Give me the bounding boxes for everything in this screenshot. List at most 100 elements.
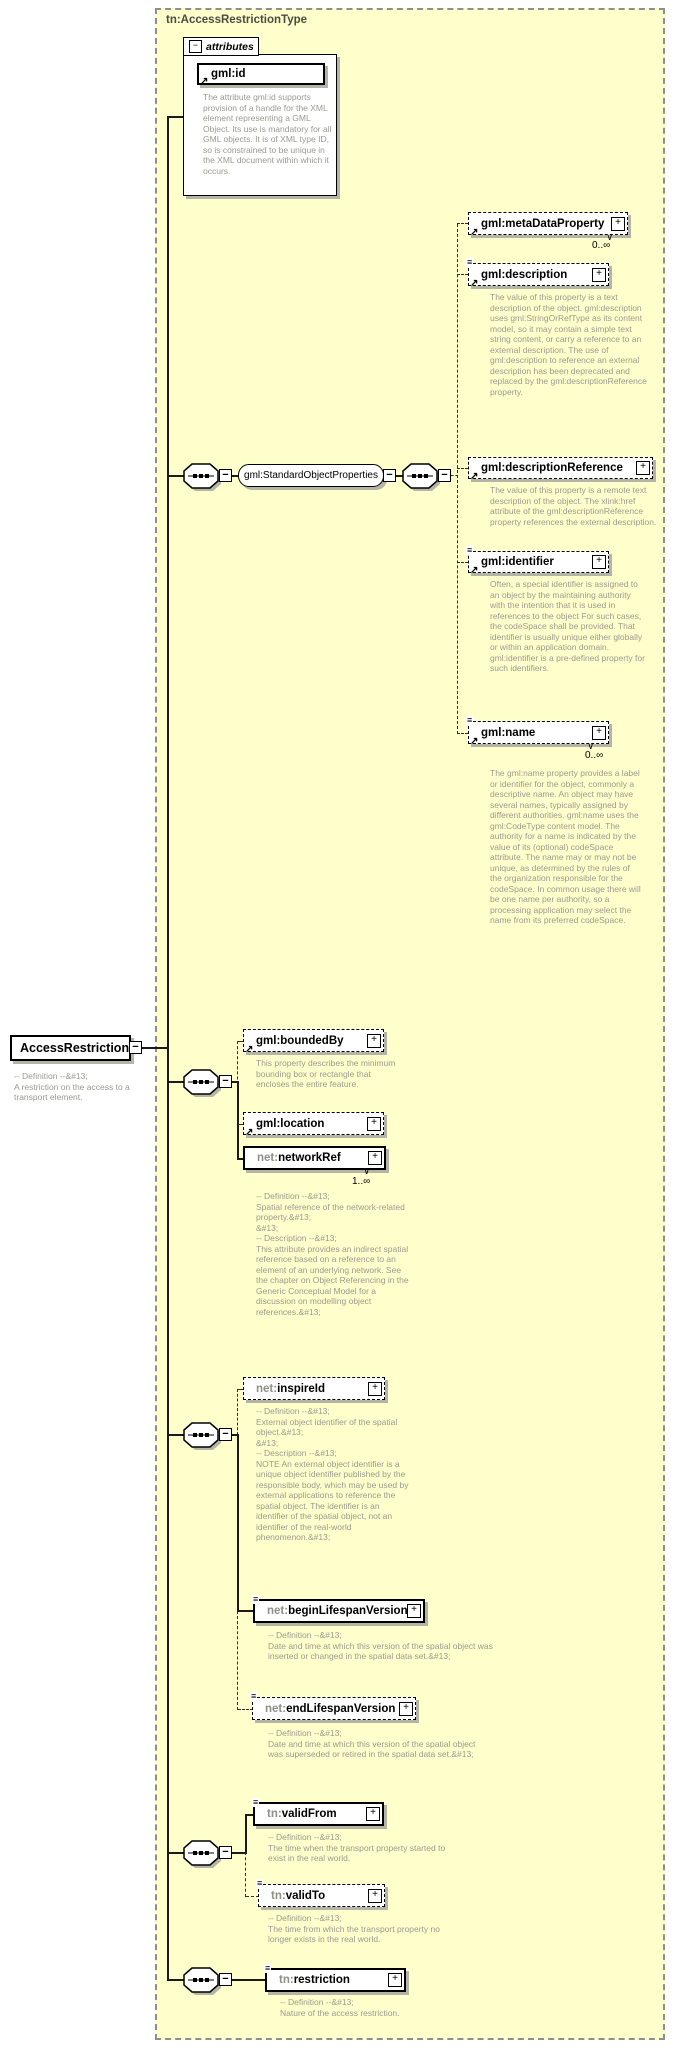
element-net-endLifespanVersion[interactable]: ≡ net:endLifespanVersion +	[250, 1692, 416, 1720]
expand-icon[interactable]: +	[367, 1033, 381, 1048]
element-prefix: gml:	[256, 1034, 281, 1047]
expand-icon[interactable]: +	[368, 1151, 382, 1165]
annotation-marker-icon: ≡	[466, 257, 474, 267]
connector-line	[167, 1852, 184, 1854]
annotation-marker-icon: ≡	[252, 1594, 260, 1604]
element-prefix: gml:	[481, 556, 506, 568]
element-tn-validFrom[interactable]: ≡ tn:validFrom +	[252, 1798, 384, 1826]
connector-line	[238, 1709, 253, 1710]
connector-line	[237, 1158, 244, 1160]
collapse-icon[interactable]: −	[219, 1846, 232, 1859]
sequence-compositor[interactable]	[183, 1422, 223, 1452]
connector-line	[237, 1610, 254, 1612]
connector-line	[167, 1979, 184, 1981]
expand-icon[interactable]: +	[399, 1701, 413, 1716]
element-gml-identifier[interactable]: ≡ ↗ gml:identifier +	[466, 546, 609, 576]
expand-icon[interactable]: +	[366, 1807, 380, 1821]
reference-arrow-icon: ↗	[200, 76, 209, 87]
element-prefix: net:	[257, 1152, 279, 1164]
attribute-gml-id[interactable]: ↗ gml:id	[197, 63, 325, 87]
annotation-marker-icon: ≡	[252, 1797, 260, 1807]
expand-icon[interactable]: +	[636, 461, 650, 475]
annotation-marker-icon: ≡	[256, 1878, 264, 1888]
group-ref-StandardObjectProperties[interactable]: gml:StandardObjectProperties	[238, 464, 384, 487]
collapse-icon[interactable]: −	[219, 469, 232, 482]
element-prefix: net:	[267, 1605, 289, 1617]
element-name: validTo	[285, 1889, 326, 1902]
annotation-marker-icon: ≡	[466, 715, 474, 725]
expand-icon[interactable]: +	[592, 725, 606, 740]
reference-arrow-icon: ↗	[470, 736, 479, 747]
connector-line	[167, 1434, 184, 1436]
element-AccessRestriction[interactable]: AccessRestriction	[10, 1035, 131, 1061]
reference-arrow-icon: ↗	[470, 565, 479, 576]
expand-icon[interactable]: +	[368, 1381, 382, 1396]
reference-arrow-icon: ↗	[470, 471, 479, 482]
element-gml-location[interactable]: ↗ gml:location +	[243, 1112, 384, 1138]
element-name: name	[505, 726, 536, 739]
annotation-marker-icon: ≡	[250, 1691, 258, 1701]
element-name: descriptionReference	[505, 462, 623, 474]
element-tn-validTo[interactable]: ≡ tn:validTo +	[256, 1879, 385, 1907]
element-prefix: gml:	[481, 217, 506, 230]
connector-line	[167, 1081, 184, 1083]
sequence-compositor[interactable]	[183, 1069, 223, 1099]
reference-arrow-icon: ↗	[470, 278, 479, 289]
element-name: location	[280, 1117, 325, 1130]
group-label: gml:StandardObjectProperties	[244, 470, 378, 481]
element-gml-boundedBy[interactable]: ↗ gml:boundedBy +	[243, 1029, 384, 1055]
expand-icon[interactable]: +	[592, 555, 606, 569]
element-prefix: net:	[256, 1382, 278, 1395]
element-gml-metaDataProperty[interactable]: ↗ gml:metaDataProperty + ∨	[468, 212, 628, 242]
sequence-compositor[interactable]	[183, 1967, 223, 1997]
annotation-validFrom: -- Definition --&#13; The time when the …	[268, 1832, 446, 1863]
expand-icon[interactable]: +	[592, 267, 606, 282]
annotation-marker-icon: ≡	[264, 1963, 272, 1973]
expand-icon[interactable]: +	[367, 1116, 381, 1131]
collapse-icon[interactable]: −	[438, 469, 451, 482]
complex-type-title: tn:AccessRestrictionType	[166, 14, 308, 26]
element-gml-name[interactable]: ≡ ↗ gml:name + ∨	[466, 716, 609, 751]
attributes-label: attributes	[206, 40, 254, 53]
expand-icon[interactable]: +	[407, 1604, 421, 1618]
element-tn-restriction[interactable]: ≡ tn:restriction +	[264, 1964, 406, 1992]
collapse-icon[interactable]: −	[383, 469, 396, 482]
occurrence-label: 1..∞	[352, 1176, 371, 1187]
annotation-marker-icon: ≡	[466, 545, 474, 555]
expand-icon[interactable]: +	[611, 216, 625, 231]
sequence-compositor[interactable]	[183, 1840, 223, 1870]
connector-line	[237, 1081, 239, 1160]
collapse-icon[interactable]: −	[189, 40, 202, 53]
element-net-beginLifespanVersion[interactable]: ≡ net:beginLifespanVersion +	[252, 1595, 425, 1623]
expand-icon[interactable]: +	[368, 1888, 382, 1903]
element-net-inspireId[interactable]: net:inspireId +	[243, 1377, 385, 1400]
element-gml-descriptionReference[interactable]: ↗ gml:descriptionReference +	[468, 457, 653, 482]
connector-line	[246, 1896, 259, 1897]
expand-icon[interactable]: +	[388, 1973, 402, 1987]
connector-line	[167, 116, 184, 118]
connector-line	[457, 733, 468, 734]
recurrence-icon: ∨	[606, 232, 613, 242]
element-gml-description[interactable]: ≡ ↗ gml:description +	[466, 258, 609, 289]
annotation-identifier: Often, a special identifier is assigned …	[490, 579, 645, 673]
connector-line	[396, 475, 404, 477]
sequence-compositor[interactable]	[402, 463, 442, 493]
element-prefix: gml:	[481, 726, 506, 739]
connector-line	[232, 1979, 266, 1981]
sequence-compositor[interactable]	[183, 463, 223, 493]
annotation-AccessRestriction: -- Definition --&#13; A restriction on t…	[14, 1071, 130, 1102]
element-name: AccessRestriction	[20, 1041, 130, 1055]
connector-line	[238, 1124, 244, 1125]
connector-line	[457, 468, 468, 469]
attributes-header[interactable]: − attributes	[183, 37, 259, 56]
connector-line	[167, 117, 169, 1980]
connector-line	[232, 1434, 238, 1436]
collapse-icon[interactable]: −	[129, 1041, 142, 1054]
collapse-icon[interactable]: −	[219, 1075, 232, 1088]
element-prefix: tn:	[267, 1808, 282, 1820]
collapse-icon[interactable]: −	[219, 1973, 232, 1986]
element-name: identifier	[505, 556, 554, 568]
element-name: endLifespanVersion	[286, 1702, 396, 1715]
collapse-icon[interactable]: −	[219, 1428, 232, 1441]
element-net-networkRef[interactable]: net:networkRef + ∨	[243, 1146, 386, 1176]
